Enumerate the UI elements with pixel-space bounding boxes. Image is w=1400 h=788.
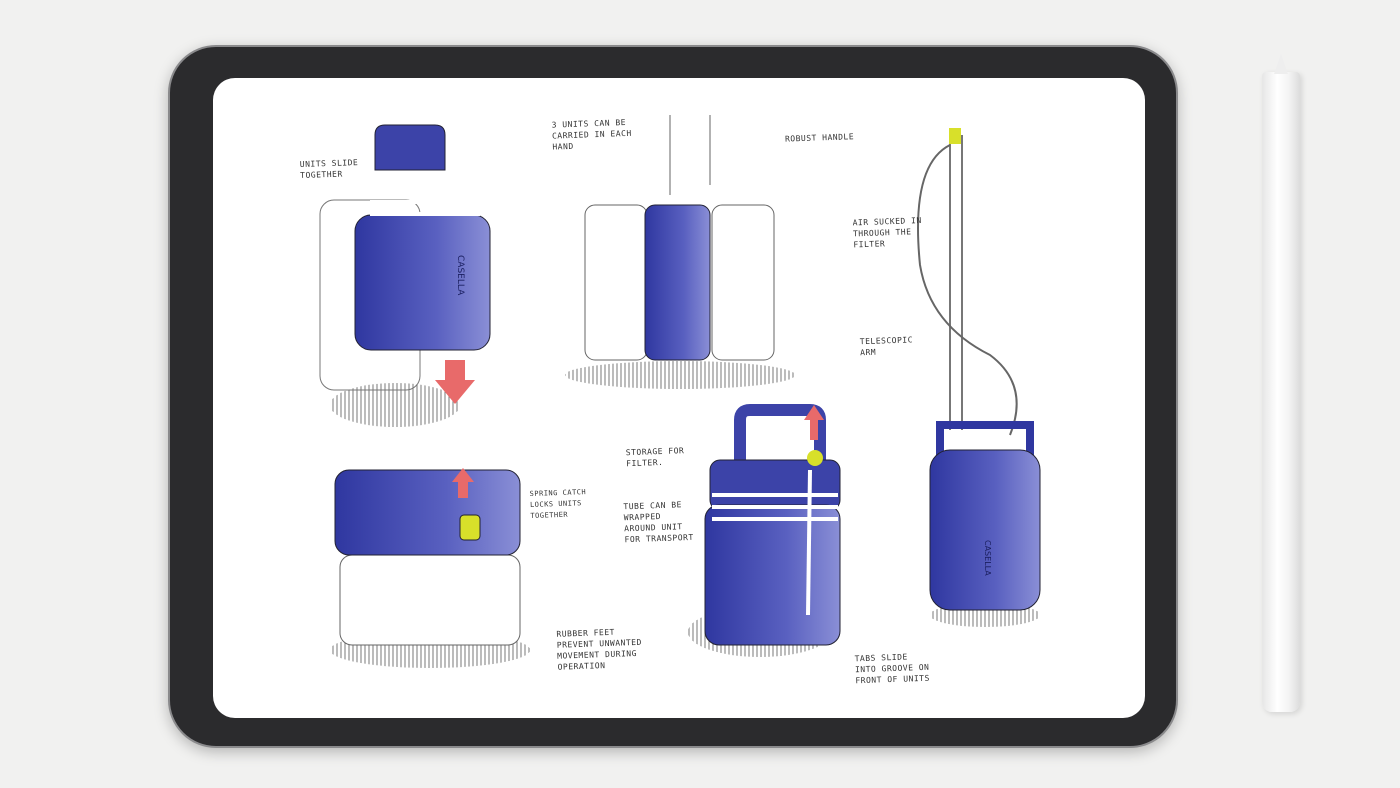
sketch-spring-catch — [330, 468, 530, 668]
sketch-units-slide: CASELLA — [319, 124, 491, 427]
note-tabs: Tabs slide into groove on front of units — [854, 652, 930, 686]
note-spring: Spring catch locks units together — [529, 488, 587, 521]
note-slide-together: Units slide together — [299, 158, 359, 181]
stylus-pencil — [1262, 54, 1300, 712]
note-carry: 3 units can be carried in each hand — [551, 117, 632, 152]
sketch-tube-wrapped — [688, 404, 841, 657]
svg-text:CASELLA: CASELLA — [983, 540, 992, 576]
note-storage: Storage for filter. — [625, 446, 685, 469]
sketch-carry-three — [565, 115, 795, 389]
casella-logo: CASELLA — [455, 255, 465, 296]
note-feet: Rubber feet prevent unwanted movement du… — [556, 627, 643, 672]
note-air: Air sucked in through the filter — [852, 215, 922, 250]
tablet-screen: CASELLA CASELLA — [213, 78, 1145, 718]
sketch-telescopic: CASELLA — [917, 128, 1041, 627]
product-sketches: CASELLA CASELLA — [319, 115, 1041, 668]
note-tube: Tube can be wrapped around unit for tran… — [623, 500, 694, 545]
note-arm: Telescopic arm — [859, 335, 914, 358]
